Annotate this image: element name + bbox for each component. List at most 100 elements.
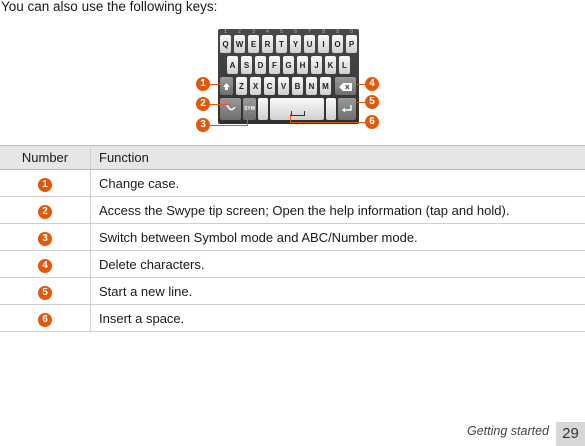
footer-section-title: Getting started: [467, 424, 549, 438]
callout-line-6: [290, 122, 365, 123]
callout-3: 3: [196, 118, 210, 132]
key-hint: 9: [336, 29, 339, 35]
callout-line-5: [357, 102, 365, 103]
delete-key: [335, 77, 356, 95]
number-badge: 2: [38, 204, 52, 219]
callout-5: 5: [365, 95, 379, 109]
key-h: H: [297, 56, 308, 74]
callout-4: 4: [365, 77, 379, 91]
table-row: 2 Access the Swype tip screen; Open the …: [0, 196, 585, 224]
callout-line-6-vertical: [290, 114, 291, 123]
header-number: Number: [0, 145, 91, 170]
function-cell: Change case.: [90, 169, 585, 197]
key-f: F: [269, 56, 280, 74]
key-hint: 4: [266, 29, 269, 35]
key-label: L: [342, 61, 347, 70]
enter-key: [338, 98, 356, 120]
callout-line-4: [357, 84, 365, 85]
key-label: J: [314, 61, 319, 70]
sym-key: SYM: [243, 98, 256, 120]
key-k: K: [325, 56, 336, 74]
key-label: X: [252, 82, 259, 91]
number-cell: 4: [0, 250, 91, 278]
number-badge: 4: [38, 258, 52, 273]
callout-2: 2: [196, 97, 210, 111]
key-function-table: Number Function 1 Change case. 2 Access …: [0, 145, 585, 332]
number-cell: 5: [0, 277, 91, 305]
number-cell: 1: [0, 169, 91, 197]
key-hint: 5: [280, 29, 283, 35]
key-g: G: [283, 56, 294, 74]
intro-text: You can also use the following keys:: [1, 0, 218, 14]
callout-line-3-vertical: [247, 112, 248, 126]
callout-line-2: [209, 104, 230, 105]
number-cell: 2: [0, 196, 91, 224]
key-label: N: [308, 82, 315, 91]
function-cell: Start a new line.: [90, 277, 585, 305]
key-label: S: [243, 61, 250, 70]
number-badge: 1: [38, 177, 52, 192]
header-function: Function: [90, 145, 585, 170]
key-label: B: [294, 82, 301, 91]
key-label: K: [327, 61, 334, 70]
key-hint: 8: [322, 29, 325, 35]
callout-1: 1: [196, 77, 210, 91]
key-j: J: [311, 56, 322, 74]
function-cell: Insert a space.: [90, 304, 585, 332]
key-label: H: [299, 61, 306, 70]
number-badge: 6: [38, 312, 52, 327]
key-label: D: [257, 61, 264, 70]
shift-arrow-icon: [223, 83, 230, 90]
key-m: M: [320, 77, 331, 95]
key-label: Z: [239, 82, 244, 91]
number-cell: 3: [0, 223, 91, 251]
table-header-row: Number Function: [0, 145, 585, 170]
number-badge: 5: [38, 285, 52, 300]
key-n: N: [306, 77, 317, 95]
callout-6: 6: [365, 115, 379, 129]
key-x: X: [250, 77, 261, 95]
table-row: 6 Insert a space.: [0, 304, 585, 332]
key-label: M: [322, 82, 329, 91]
key-hint: 0: [350, 29, 353, 35]
table-row: 3 Switch between Symbol mode and ABC/Num…: [0, 223, 585, 251]
key-label: A: [229, 61, 236, 70]
number-badge: 3: [38, 231, 52, 246]
callout-line-3: [209, 125, 247, 126]
key-hint: 6: [294, 29, 297, 35]
key-hint: 2: [238, 29, 241, 35]
punctuation-key-left: [258, 98, 268, 120]
key-label: W: [235, 40, 244, 49]
space-key: [270, 98, 324, 120]
page-number: 29: [556, 422, 585, 446]
swype-icon: [225, 104, 236, 111]
key-label: Q: [222, 40, 229, 49]
key-label: G: [285, 61, 292, 70]
key-label: R: [264, 40, 271, 49]
function-cell: Access the Swype tip screen; Open the he…: [90, 196, 585, 224]
key-label: E: [250, 40, 257, 49]
table-row: 1 Change case.: [0, 169, 585, 197]
key-hint: 3: [252, 29, 255, 35]
key-label: T: [279, 40, 284, 49]
key-label: F: [272, 61, 277, 70]
key-d: D: [255, 56, 266, 74]
function-cell: Delete characters.: [90, 250, 585, 278]
number-cell: 6: [0, 304, 91, 332]
key-l: L: [339, 56, 350, 74]
key-hint: 1: [224, 29, 227, 35]
key-label: O: [334, 40, 341, 49]
shift-key: [220, 77, 233, 95]
punctuation-key-right: [326, 98, 336, 120]
key-label: C: [266, 82, 273, 91]
key-z: Z: [236, 77, 247, 95]
